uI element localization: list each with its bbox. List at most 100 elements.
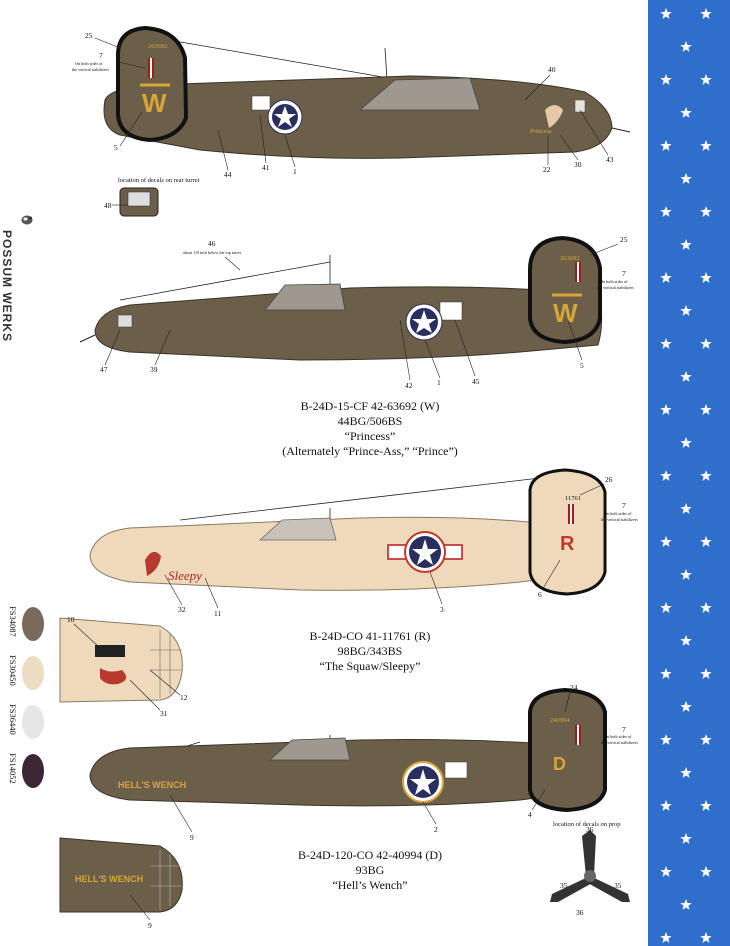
svg-text:44: 44 [224, 170, 232, 179]
svg-text:7: 7 [622, 501, 626, 510]
aircraft-3-callouts: 26 7 On both sides of the vertical stabi… [164, 475, 638, 618]
svg-text:4: 4 [528, 810, 532, 819]
aircraft-3-tail-serial: 11761 [565, 495, 581, 502]
aircraft-1-callouts: 25 7 On both sides of the vertical stabi… [72, 31, 614, 179]
svg-text:35: 35 [560, 881, 568, 890]
prop-note: location of decals on prop [553, 821, 621, 828]
aircraft-4-callouts: 24 7 On both sides of the vertical stabi… [169, 683, 638, 842]
flag-star [660, 140, 672, 151]
flag-star [700, 74, 712, 85]
svg-text:30: 30 [574, 160, 582, 169]
svg-text:47: 47 [100, 365, 108, 374]
aircraft-4-profile: 240994 D HELL'S WENCH 24 7 On both sides… [89, 683, 638, 842]
swatch-fs30450 [22, 656, 44, 690]
svg-text:10: 10 [67, 615, 75, 624]
flag-star [700, 470, 712, 481]
aircraft-4-tail-letter: D [553, 754, 566, 774]
flag-star [660, 800, 672, 811]
flag-star [680, 107, 692, 118]
flag-star [700, 206, 712, 217]
flag-star [660, 74, 672, 85]
svg-text:9: 9 [190, 833, 194, 842]
flag-star [700, 338, 712, 349]
aircraft-1-tail-serial: 263692 [148, 43, 168, 50]
aircraft-2-callouts: 46 about 1/8 inch below the top turret 4… [100, 235, 634, 390]
svg-text:26: 26 [605, 475, 613, 484]
swatch-fs14052 [22, 754, 44, 788]
svg-text:On both sides of: On both sides of [604, 511, 632, 516]
svg-text:7: 7 [622, 725, 626, 734]
flag-star [660, 206, 672, 217]
svg-text:about 1/8 inch below the top t: about 1/8 inch below the top turret [183, 250, 242, 255]
aircraft-3-tail-letter: R [560, 533, 575, 555]
aircraft-1-tail-letter: W [142, 88, 167, 118]
flag-star [680, 899, 692, 910]
svg-text:2: 2 [434, 825, 438, 834]
swatch-code-2: FS30450 [8, 655, 18, 686]
flag-star [660, 536, 672, 547]
svg-text:11: 11 [214, 609, 221, 618]
svg-text:9: 9 [148, 921, 152, 930]
svg-text:24: 24 [570, 683, 578, 692]
svg-text:3: 3 [440, 605, 444, 614]
rear-turret-note: location of decals on rear turret [118, 177, 200, 184]
svg-text:22: 22 [543, 165, 551, 174]
svg-text:31: 31 [160, 709, 168, 718]
flag-star [660, 734, 672, 745]
swatch-code-3: FS36440 [8, 704, 18, 735]
svg-text:45: 45 [472, 377, 480, 386]
svg-text:HELL'S WENCH: HELL'S WENCH [75, 874, 143, 884]
aircraft-4-nose-art: HELL'S WENCH [118, 780, 186, 790]
flag-star [660, 338, 672, 349]
swatch-code-1: FS34087 [8, 606, 18, 637]
svg-text:35: 35 [614, 881, 622, 890]
svg-text:5: 5 [114, 143, 118, 152]
svg-text:43: 43 [606, 155, 614, 164]
svg-text:40: 40 [548, 65, 556, 74]
svg-text:36: 36 [576, 908, 584, 917]
svg-text:25: 25 [620, 235, 628, 244]
aircraft-4-nose-detail: HELL'S WENCH 9 [59, 837, 183, 930]
svg-text:the vertical stabilizers: the vertical stabilizers [601, 740, 638, 745]
aircraft-4-tail-serial: 240994 [550, 717, 570, 724]
flag-star [660, 404, 672, 415]
flag-star [680, 833, 692, 844]
flag-star [660, 668, 672, 679]
flag-star [680, 767, 692, 778]
svg-text:41: 41 [262, 163, 270, 172]
svg-text:1: 1 [293, 167, 297, 176]
swatch-fs36440 [22, 705, 44, 739]
flag-star [660, 866, 672, 877]
possum-logo [21, 215, 33, 225]
flag-star [700, 536, 712, 547]
svg-text:7: 7 [622, 269, 626, 278]
aircraft-2-profile: 263692 W 46 about 1/8 inch below the top… [79, 235, 634, 390]
flag-star [660, 8, 672, 19]
flag-star [660, 470, 672, 481]
svg-text:12: 12 [180, 693, 188, 702]
svg-text:39: 39 [150, 365, 158, 374]
svg-text:On both sides of: On both sides of [604, 734, 632, 739]
aircraft-2-tail-letter: W [553, 298, 578, 328]
flag-star [700, 404, 712, 415]
svg-text:5: 5 [580, 361, 584, 370]
star-flag-strip [648, 0, 730, 946]
svg-text:32: 32 [178, 605, 186, 614]
flag-star [680, 635, 692, 646]
flag-star [700, 734, 712, 745]
flag-star [680, 41, 692, 52]
svg-text:7: 7 [99, 51, 103, 60]
svg-text:1: 1 [437, 378, 441, 387]
flag-star [680, 503, 692, 514]
flag-star [680, 173, 692, 184]
svg-text:6: 6 [538, 590, 542, 599]
svg-text:On both sides of: On both sides of [75, 61, 103, 66]
svg-text:On both sides of: On both sides of [600, 279, 628, 284]
flag-star [680, 701, 692, 712]
flag-star [680, 239, 692, 250]
svg-text:36: 36 [586, 825, 594, 834]
svg-text:48: 48 [104, 201, 112, 210]
aircraft-4-caption: B-24D-120-CO 42-40994 (D) 93BG “Hell’s W… [298, 848, 442, 892]
